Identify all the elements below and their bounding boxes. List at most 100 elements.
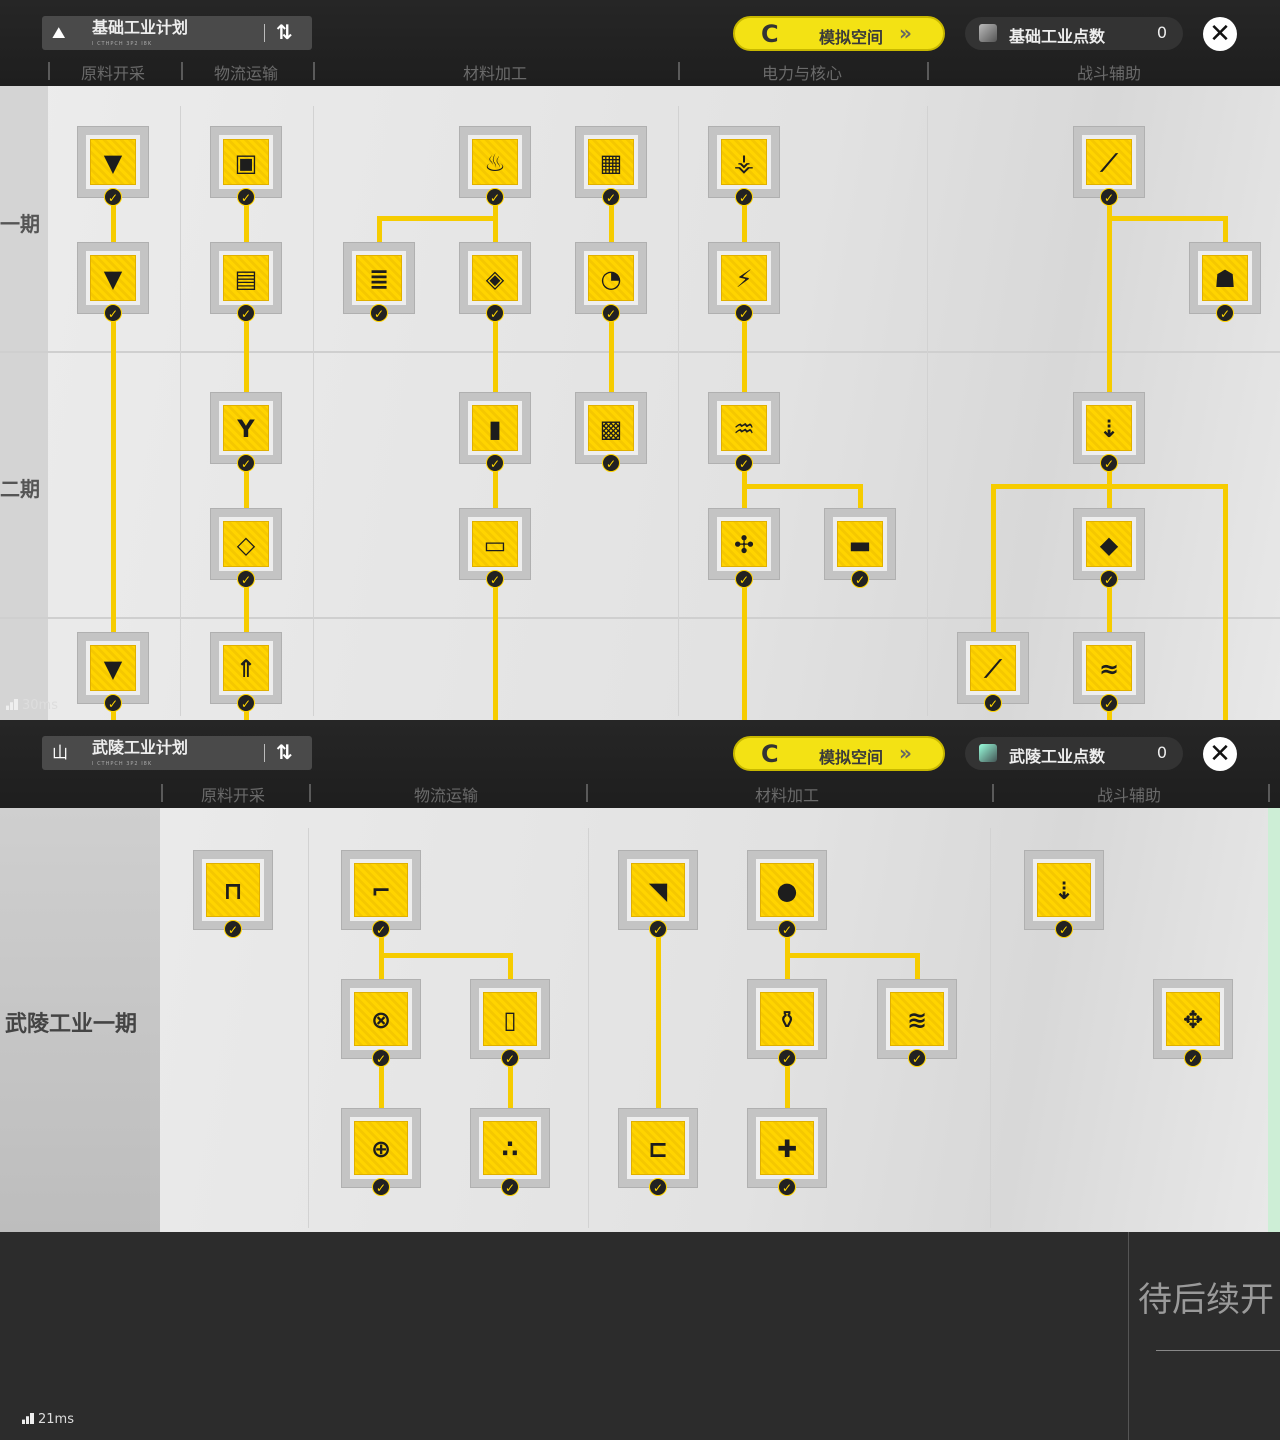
crystal-icon: ◆ [1086,521,1132,567]
tech-node[interactable]: ⇣✓ [1073,392,1145,472]
tech-tree-area: 一期 二期 ▼✓▣✓♨✓▦✓⚶✓⟋✓▼✓▤✓≣✓◈✓◔✓⚡✓☗✓Y✓▮✓▩✓♒✓… [0,86,1280,723]
tech-node[interactable]: ⚡✓ [708,242,780,322]
tech-node[interactable]: ≣✓ [343,242,415,322]
tech-node[interactable]: ▣✓ [210,126,282,206]
tech-node[interactable]: ⟋✓ [957,632,1029,712]
crusher-icon: ▦ [588,139,634,185]
tab-processing[interactable]: 材料加工 [462,64,528,83]
check-icon: ✓ [501,1049,519,1067]
tech-node[interactable]: ✥✓ [1153,979,1233,1067]
tech-node[interactable]: ⊕✓ [341,1108,421,1196]
tree-connector [1222,483,1228,723]
tech-node[interactable]: ◆✓ [1073,508,1145,588]
tech-node[interactable]: ⇑✓ [210,632,282,712]
tab-logistics[interactable]: 物流运输 [413,786,479,805]
check-icon: ✓ [224,920,242,938]
tech-node[interactable]: ✣✓ [708,508,780,588]
plan-selector[interactable]: ⛰ 基础工业计划 I CTHPCH 3P2 I8K ⇅ [42,16,312,50]
plan-subtitle: I CTHPCH 3P2 I8K [92,761,153,767]
check-icon: ✓ [486,304,504,322]
unloader-icon: ▤ [223,255,269,301]
check-icon: ✓ [1100,570,1118,588]
tree-connector [784,952,920,958]
tech-node[interactable]: ⇣✓ [1024,850,1104,938]
pump-icon: ⊓ [206,863,260,917]
points-value: 0 [1156,743,1167,762]
tab-combat[interactable]: 战斗辅助 [1076,64,1142,83]
plan-title: 基础工业计划 [92,18,189,37]
tech-node[interactable]: ▮✓ [459,392,531,472]
phase-label: 武陵工业一期 [5,1012,138,1037]
tree-connector [741,483,863,489]
tech-node[interactable]: ≈✓ [1073,632,1145,712]
tech-node[interactable]: ♨✓ [459,126,531,206]
tech-node[interactable]: ∴✓ [470,1108,550,1196]
tech-node[interactable]: ⌐✓ [341,850,421,938]
check-icon: ✓ [735,570,753,588]
tech-node[interactable]: ⚱✓ [747,979,827,1067]
tech-node[interactable]: ⊏✓ [618,1108,698,1196]
tech-node[interactable]: ▼✓ [77,632,149,712]
check-icon: ✓ [649,920,667,938]
chevron-right-icon: » [899,21,912,45]
tech-node[interactable]: ♒✓ [708,392,780,472]
tech-node[interactable]: ▤✓ [210,242,282,322]
tab-mining[interactable]: 原料开采 [200,786,266,805]
tech-node[interactable]: ☗✓ [1189,242,1261,322]
check-icon: ✓ [237,570,255,588]
check-icon: ✓ [372,1178,390,1196]
switch-icon[interactable]: ⇅ [276,20,293,44]
latency-value: 21ms [38,1412,74,1427]
tech-node[interactable]: ⟋✓ [1073,126,1145,206]
switch-icon[interactable]: ⇅ [276,740,293,764]
splitter-icon: Y [223,405,269,451]
tech-node[interactable]: ▭✓ [459,508,531,588]
tech-node[interactable]: ◔✓ [575,242,647,322]
tech-node[interactable]: ●✓ [747,850,827,938]
close-button[interactable]: ✕ [1203,737,1237,771]
tech-node[interactable]: ⊗✓ [341,979,421,1067]
tech-node[interactable]: ⊓✓ [193,850,273,938]
power-pylon-icon: ⚶ [721,139,767,185]
tech-node[interactable]: ◈✓ [459,242,531,322]
tech-node[interactable]: ✚✓ [747,1108,827,1196]
tab-logistics[interactable]: 物流运输 [213,64,279,83]
check-icon: ✓ [1216,304,1234,322]
turret-ii-icon: ⟋ [970,645,1016,691]
simulation-space-button[interactable]: C 模拟空间 » [733,16,945,51]
check-icon: ✓ [735,188,753,206]
check-icon: ✓ [486,454,504,472]
tech-node[interactable]: ◇✓ [210,508,282,588]
tech-node[interactable]: ▩✓ [575,392,647,472]
tech-node[interactable]: ▼✓ [77,126,149,206]
tech-node[interactable]: ◥✓ [618,850,698,938]
industry-points: 武陵工业点数 0 [965,737,1183,770]
divider [1268,784,1270,802]
header: ⛰ 基础工业计划 I CTHPCH 3P2 I8K ⇅ C 模拟空间 » 基础工… [0,0,1280,86]
divider [309,784,311,802]
plan-selector[interactable]: 山 武陵工业计划 I CTHPCH 3P2 I8K ⇅ [42,736,312,770]
packer-icon: ▩ [588,405,634,451]
tech-node[interactable]: ▯✓ [470,979,550,1067]
healer-icon: ☗ [1202,255,1248,301]
tech-node[interactable]: ▦✓ [575,126,647,206]
tech-node[interactable]: Y✓ [210,392,282,472]
tech-node[interactable]: ⚶✓ [708,126,780,206]
simulation-space-button[interactable]: C 模拟空间 » [733,736,945,771]
tab-mining[interactable]: 原料开采 [80,64,146,83]
tech-node[interactable]: ≋✓ [877,979,957,1067]
divider [308,828,309,1228]
check-icon: ✓ [602,304,620,322]
tech-node[interactable]: ▼✓ [77,242,149,322]
close-button[interactable]: ✕ [1203,17,1237,51]
tab-power[interactable]: 电力与核心 [761,64,843,83]
tab-combat[interactable]: 战斗辅助 [1096,786,1162,805]
latency-value: 30ms [22,698,58,713]
storage-add-icon: ▣ [223,139,269,185]
tech-node[interactable]: ▬✓ [824,508,896,588]
plan-subtitle: I CTHPCH 3P2 I8K [92,41,153,47]
tree-connector [378,952,513,958]
tab-processing[interactable]: 材料加工 [754,786,820,805]
check-icon: ✓ [778,920,796,938]
check-icon: ✓ [486,570,504,588]
